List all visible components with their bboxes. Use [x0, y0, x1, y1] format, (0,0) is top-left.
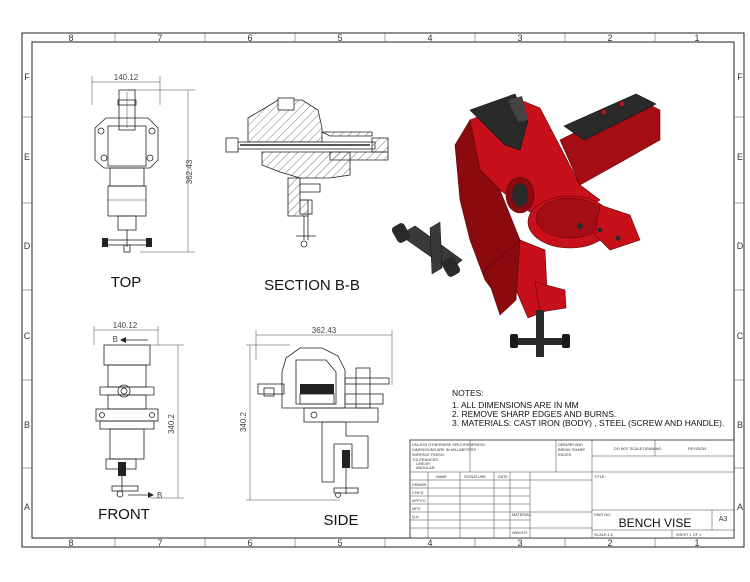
tb-deburr: DEBURR AND: [558, 443, 583, 447]
zone-top-4: 4: [427, 33, 432, 43]
zone-left-E: E: [24, 152, 30, 162]
zone-bottom-7: 7: [157, 538, 162, 548]
zone-top-5: 5: [337, 33, 342, 43]
note-item-3: 3. MATERIALS: CAST IRON (BODY) , STEEL (…: [452, 418, 724, 428]
side-width-dim: 362.43: [312, 326, 337, 335]
front-section-mark-bottom: B: [157, 491, 162, 500]
zone-right-C: C: [737, 331, 744, 341]
front-height-dim: 340.2: [167, 413, 176, 434]
notes-heading: NOTES:: [452, 388, 484, 398]
tb-dims: DIMENSIONS ARE IN MILLIMETERS: [412, 448, 476, 452]
tb-qa: Q.A: [412, 515, 419, 519]
front-section-mark-top: B: [113, 335, 118, 344]
zone-bottom-3: 3: [517, 538, 522, 548]
side-view-label: SIDE: [323, 512, 358, 529]
zone-top-2: 2: [607, 33, 612, 43]
front-view-label: FRONT: [98, 506, 150, 523]
tb-size: A3: [719, 516, 728, 523]
zone-right-F: F: [737, 72, 743, 82]
top-width-dim: 140.12: [114, 73, 139, 82]
zone-left-A: A: [24, 502, 30, 512]
note-item-1: 1. ALL DIMENSIONS ARE IN MM: [452, 400, 579, 410]
section-view: [225, 97, 389, 248]
zone-top-3: 3: [517, 33, 522, 43]
tb-name: NAME: [436, 475, 447, 479]
zone-bottom-6: 6: [247, 538, 252, 548]
top-height-dim: 362.43: [185, 159, 194, 184]
note-item-2: 2. REMOVE SHARP EDGES AND BURNS.: [452, 409, 616, 419]
tb-finish: FINISH:: [472, 443, 486, 447]
zone-left-F: F: [24, 72, 30, 82]
zone-top-1: 1: [694, 33, 699, 43]
zone-left-D: D: [24, 241, 31, 251]
zone-bottom-5: 5: [337, 538, 342, 548]
tb-mfg: MFG: [412, 507, 420, 511]
tb-unless: UNLESS OTHERWISE SPECIFIED:: [412, 443, 473, 447]
tb-edges: EDGES: [558, 453, 572, 457]
tb-material: MATERIAL:: [512, 513, 532, 517]
tb-signature: SIGNATURE: [464, 475, 486, 479]
zone-ticks: [22, 33, 744, 547]
tb-scale: SCALE:1:5: [594, 533, 613, 537]
top-view: 140.12 362.43: [91, 73, 195, 253]
zone-left-B: B: [24, 420, 30, 430]
tb-dwg-no: DWG NO.: [594, 513, 611, 517]
zone-top-6: 6: [247, 33, 252, 43]
tb-revision: REVISION: [688, 447, 706, 451]
notes-block: NOTES: 1. ALL DIMENSIONS ARE IN MM 2. RE…: [452, 388, 724, 428]
title-block: UNLESS OTHERWISE SPECIFIED: DIMENSIONS A…: [409, 439, 735, 539]
section-view-label: SECTION B-B: [264, 277, 360, 294]
tb-angular: ANGULAR:: [416, 466, 435, 470]
zone-top-7: 7: [157, 33, 162, 43]
isometric-vise-render: [391, 93, 661, 357]
tb-chkd: CHK'D: [412, 491, 424, 495]
tb-date: DATE: [498, 475, 508, 479]
tb-appvd: APPV'D: [412, 499, 426, 503]
zone-right-A: A: [737, 502, 743, 512]
tb-title: BENCH VISE: [619, 516, 692, 530]
zone-top-8: 8: [68, 33, 73, 43]
tb-tolerances: TOLERANCES:: [412, 458, 439, 462]
tb-no-scale: DO NOT SCALE DRAWING: [614, 447, 662, 451]
side-view: 362.43 340.2: [239, 326, 393, 501]
tb-weight: WEIGHT:: [512, 531, 528, 535]
zone-bottom-8: 8: [68, 538, 73, 548]
tb-drawn: DRAWN: [412, 483, 426, 487]
side-height-dim: 340.2: [239, 411, 248, 432]
tb-finish-note: SURFACE FINISH:: [412, 453, 445, 457]
tb-sheet: SHEET 1 OF 1: [676, 533, 701, 537]
zone-bottom-2: 2: [607, 538, 612, 548]
zone-right-D: D: [737, 241, 744, 251]
zone-right-E: E: [737, 152, 743, 162]
tb-linear: LINEAR:: [416, 462, 431, 466]
front-view: 140.12 340.2 B B: [93, 321, 184, 500]
top-view-label: TOP: [111, 274, 142, 291]
front-width-dim: 140.12: [113, 321, 138, 330]
zone-bottom-4: 4: [427, 538, 432, 548]
tb-break: BREAK SHARP: [558, 448, 585, 452]
zone-bottom-1: 1: [694, 538, 699, 548]
tb-title-label: TITLE:: [594, 475, 605, 479]
zone-left-C: C: [24, 331, 31, 341]
zone-right-B: B: [737, 420, 743, 430]
